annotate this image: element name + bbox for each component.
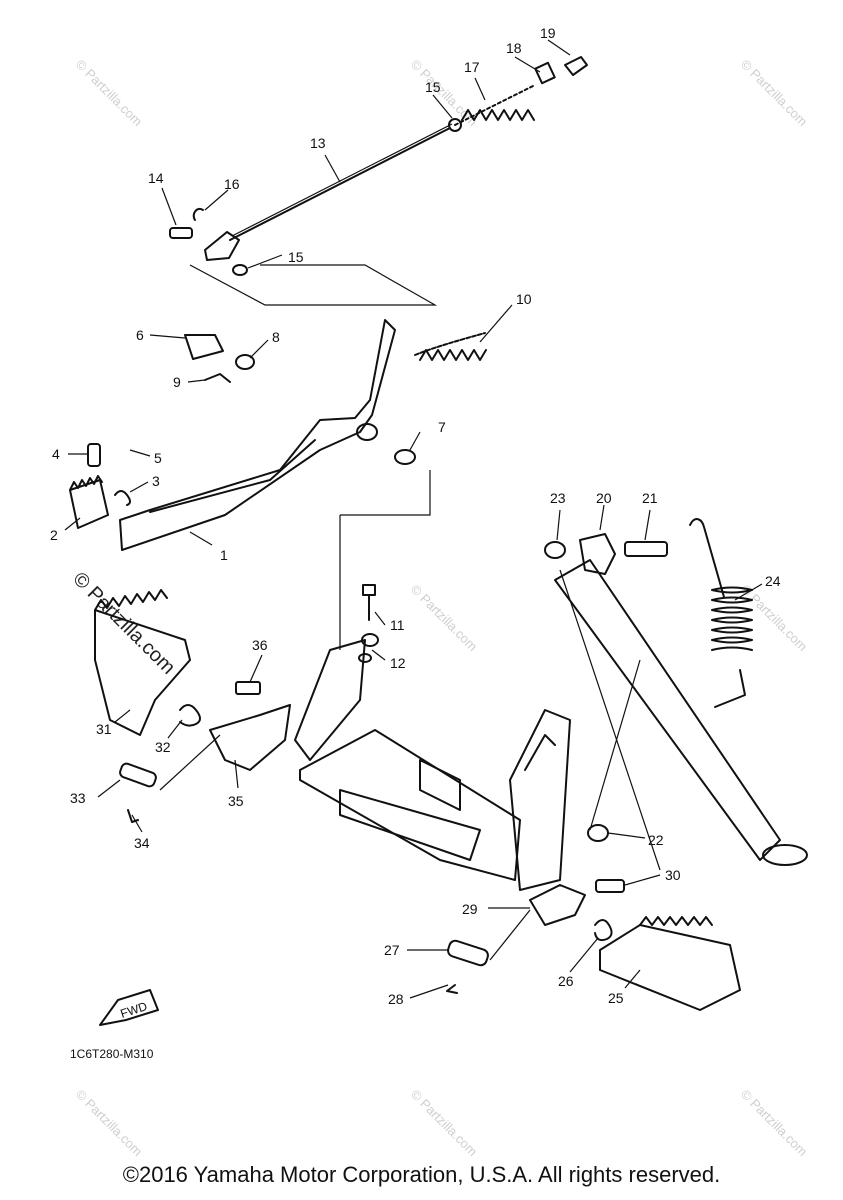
diagram-code: 1C6T280-M310 — [70, 1047, 154, 1061]
callout-19: 19 — [540, 25, 556, 41]
brake-pedal — [119, 319, 486, 551]
callout-20: 20 — [596, 490, 612, 506]
callout-leaders — [64, 39, 763, 999]
sidestand — [544, 518, 808, 866]
callout-2: 2 — [50, 527, 58, 543]
pedal-tip — [69, 443, 131, 529]
callout-3: 3 — [152, 473, 160, 489]
copyright-notice: ©2016 Yamaha Motor Corporation, U.S.A. A… — [122, 1162, 721, 1187]
callout-13: 13 — [310, 135, 326, 151]
parts-diagram: © Partzilla.com © Partzilla.com © Partzi… — [50, 25, 810, 1160]
callout-12: 12 — [390, 655, 406, 671]
callout-30: 30 — [665, 867, 681, 883]
callout-10: 10 — [516, 291, 532, 307]
callout-16: 16 — [224, 176, 240, 192]
callout-25: 25 — [608, 990, 624, 1006]
callout-29: 29 — [462, 901, 478, 917]
callout-15-top: 15 — [425, 79, 441, 95]
watermark-7: © Partzilla.com — [408, 1087, 481, 1160]
callout-1: 1 — [220, 547, 228, 563]
watermark-large: © Partzilla.com — [68, 568, 179, 679]
assembly-lines — [159, 264, 661, 961]
callouts: 1 2 3 4 5 6 7 8 9 10 11 12 13 14 15 15 1… — [50, 25, 781, 1007]
callout-31: 31 — [96, 721, 112, 737]
brake-rod-assembly — [169, 56, 588, 276]
callout-17: 17 — [464, 59, 480, 75]
callout-14: 14 — [148, 170, 164, 186]
callout-5: 5 — [154, 450, 162, 466]
callout-18: 18 — [506, 40, 522, 56]
callout-28: 28 — [388, 991, 404, 1007]
callout-27: 27 — [384, 942, 400, 958]
watermark-4: © Partzilla.com — [408, 582, 481, 655]
callout-6: 6 — [136, 327, 144, 343]
callout-24: 24 — [765, 573, 781, 589]
callout-21: 21 — [642, 490, 658, 506]
callout-23: 23 — [550, 490, 566, 506]
callout-8: 8 — [272, 329, 280, 345]
callout-26: 26 — [558, 973, 574, 989]
callout-34: 34 — [134, 835, 150, 851]
watermark-8: © Partzilla.com — [738, 1087, 811, 1160]
springs — [419, 109, 535, 361]
callout-9: 9 — [173, 374, 181, 390]
callout-32: 32 — [155, 739, 171, 755]
callout-7: 7 — [438, 419, 446, 435]
fwd-arrow: FWD — [99, 989, 159, 1026]
callout-33: 33 — [70, 790, 86, 806]
callout-35: 35 — [228, 793, 244, 809]
callout-22: 22 — [648, 832, 664, 848]
callout-11: 11 — [390, 617, 405, 633]
callout-15-bottom: 15 — [288, 249, 304, 265]
watermarks: © Partzilla.com © Partzilla.com © Partzi… — [68, 57, 810, 1160]
right-footrest — [446, 879, 741, 1011]
callout-4: 4 — [52, 446, 60, 462]
watermark-1: © Partzilla.com — [73, 57, 146, 130]
bolt-washer — [358, 584, 379, 663]
frame — [294, 639, 571, 891]
watermark-3: © Partzilla.com — [738, 57, 811, 130]
callout-36: 36 — [252, 637, 268, 653]
watermark-6: © Partzilla.com — [73, 1087, 146, 1160]
